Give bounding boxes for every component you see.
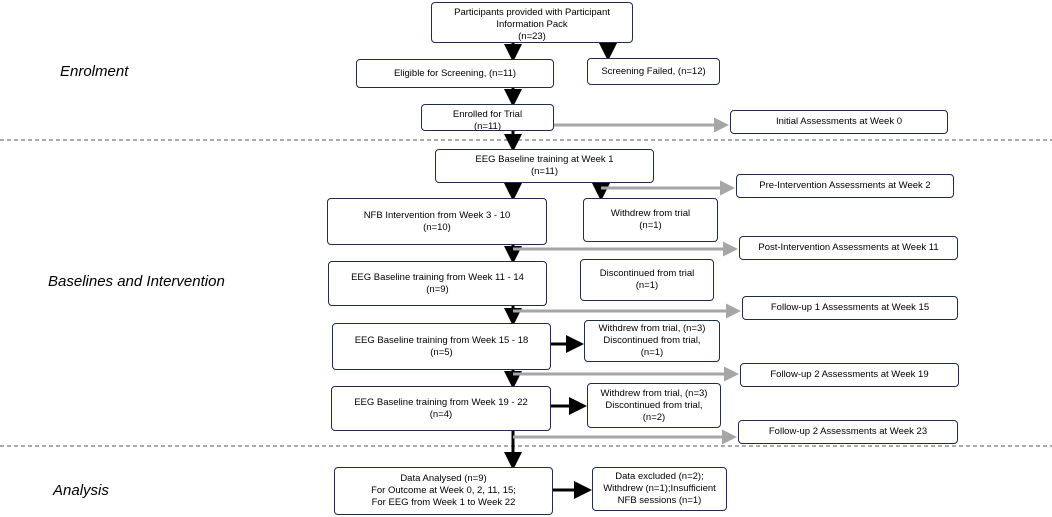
followup1-line-1: Follow-up 1 Assessments at Week 15 — [770, 302, 930, 313]
initial-assessments-box: Initial Assessments at Week 0 — [730, 110, 948, 134]
withdrew-disc-1-line-2: Discontinued from trial, — [603, 335, 701, 346]
withdrew-1-line-2: (n=1) — [639, 220, 662, 231]
withdrew-1-box: Withdrew from trial (n=1) — [583, 198, 718, 242]
withdrew-discontinued-2-box: Withdrew from trial, (n=3) Discontinued … — [587, 383, 721, 428]
data-excluded-line-3: NFB sessions (n=1) — [617, 495, 702, 506]
participants-line-2: Information Pack — [496, 19, 568, 30]
nfb-line-2: (n=10) — [423, 221, 451, 233]
followup2-week23-line-1: Follow-up 2 Assessments at Week 23 — [768, 426, 928, 437]
withdrew-discontinued-1-box: Withdrew from trial, (n=3) Discontinued … — [584, 320, 720, 362]
phase-label-analysis: Analysis — [53, 482, 109, 499]
data-analysed-box: Data Analysed (n=9) For Outcome at Week … — [334, 467, 553, 515]
phase-label-baselines: Baselines and Intervention — [48, 273, 225, 290]
eeg-11-14-line-2: (n=9) — [426, 283, 449, 295]
post-intervention-box: Post-Intervention Assessments at Week 11 — [739, 236, 958, 260]
data-analysed-line-3: For EEG from Week 1 to Week 22 — [371, 497, 516, 508]
enrolled-line-1: Enrolled for Trial — [452, 109, 523, 120]
nfb-line-1: NFB Intervention from Week 3 - 10 — [363, 209, 511, 221]
eeg-week1-line-2: (n=11) — [530, 166, 559, 177]
pre-intervention-box: Pre-Intervention Assessments at Week 2 — [736, 174, 954, 198]
withdrew-disc-2-line-1: Withdrew from trial, (n=3) — [600, 387, 708, 399]
participants-line-1: Participants provided with Participant — [454, 7, 610, 18]
discontinued-1-box: Discontinued from trial (n=1) — [580, 259, 714, 301]
eeg-week1-line-1: EEG Baseline training at Week 1 — [475, 154, 614, 165]
initial-assessments-line-1: Initial Assessments at Week 0 — [775, 116, 903, 127]
withdrew-disc-2-line-2: Discontinued from trial, — [605, 399, 703, 411]
discontinued-1-line-1: Discontinued from trial — [599, 268, 695, 279]
phase-label-enrolment: Enrolment — [60, 63, 129, 80]
eeg-week1-box: EEG Baseline training at Week 1 (n=11) — [435, 149, 654, 183]
discontinued-1-line-2: (n=1) — [635, 280, 659, 291]
post-intervention-line-1: Post-Intervention Assessments at Week 11 — [758, 242, 939, 253]
data-analysed-line-1: Data Analysed (n=9) — [400, 473, 487, 484]
followup2-week19-line-1: Follow-up 2 Assessments at Week 19 — [770, 369, 929, 380]
eeg-15-18-line-1: EEG Baseline training from Week 15 - 18 — [354, 334, 529, 346]
withdrew-disc-1-line-1: Withdrew from trial, (n=3) — [598, 323, 706, 334]
eeg-15-18-line-2: (n=5) — [430, 346, 453, 358]
enrolled-box: Enrolled for Trial (n=11) — [421, 104, 554, 132]
eligible-box: Eligible for Screening, (n=11) — [356, 59, 554, 88]
nfb-intervention-box: NFB Intervention from Week 3 - 10 (n=10) — [327, 198, 547, 245]
participants-line-3: (n=23) — [518, 31, 546, 42]
enrolled-line-2: (n=11) — [473, 121, 502, 132]
eligible-line-1: Eligible for Screening, (n=11) — [393, 67, 517, 79]
withdrew-disc-1-line-3: (n=1) — [640, 347, 664, 358]
data-excluded-line-2: Withdrew (n=1);Insufficient — [603, 483, 716, 494]
data-excluded-line-1: Data excluded (n=2); — [615, 471, 704, 482]
pre-intervention-line-1: Pre-Intervention Assessments at Week 2 — [759, 180, 931, 191]
screening-failed-box: Screening Failed, (n=12) — [587, 58, 720, 85]
data-analysed-line-2: For Outcome at Week 0, 2, 11, 15; — [371, 485, 516, 496]
followup1-box: Follow-up 1 Assessments at Week 15 — [742, 296, 958, 320]
eeg-15-18-box: EEG Baseline training from Week 15 - 18 … — [332, 323, 551, 370]
withdrew-disc-2-line-3: (n=2) — [642, 411, 666, 423]
eeg-19-22-line-2: (n=4) — [429, 408, 453, 420]
data-excluded-box: Data excluded (n=2); Withdrew (n=1);Insu… — [592, 467, 727, 511]
screening-failed-line-1: Screening Failed, (n=12) — [601, 65, 706, 77]
eeg-19-22-box: EEG Baseline training from Week 19 - 22 … — [331, 386, 551, 431]
followup2-week23-box: Follow-up 2 Assessments at Week 23 — [738, 420, 958, 444]
withdrew-1-line-1: Withdrew from trial — [610, 208, 691, 219]
eeg-19-22-line-1: EEG Baseline training from Week 19 - 22 — [354, 396, 528, 408]
eeg-11-14-box: EEG Baseline training from Week 11 - 14 … — [328, 261, 547, 306]
eeg-11-14-line-1: EEG Baseline training from Week 11 - 14 — [351, 271, 524, 283]
followup2-week19-box: Follow-up 2 Assessments at Week 19 — [740, 363, 959, 387]
participants-box: Participants provided with Participant I… — [431, 2, 633, 43]
